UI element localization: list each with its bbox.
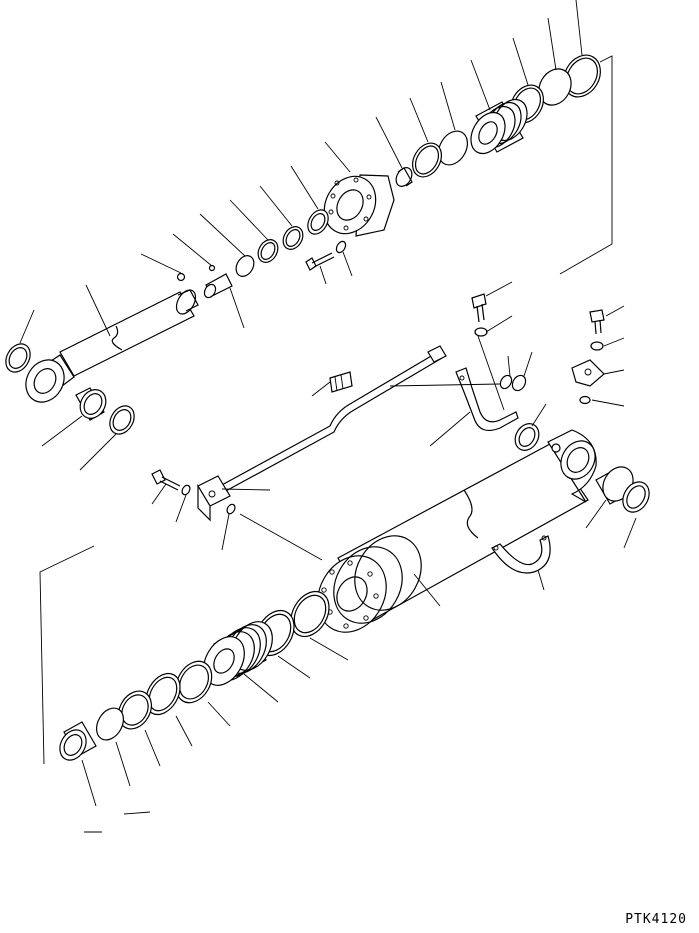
part-hydraulic-tube (220, 346, 446, 492)
part-bushing-rod (75, 385, 111, 423)
part-seal-rod-1 (304, 206, 333, 238)
part-nut-lower (55, 722, 96, 765)
part-ring-top-3 (407, 138, 448, 182)
part-bracket-washer-2 (591, 342, 603, 350)
part-bolt-head (306, 253, 334, 270)
part-dust-seal-tube (618, 477, 655, 517)
part-dust-seal-left (1, 340, 35, 377)
part-flange-washer (180, 484, 191, 496)
part-clamp-bracket (456, 368, 518, 430)
part-spacer-pair (498, 373, 528, 393)
part-washer-head (335, 240, 348, 254)
part-piston-lower (195, 614, 280, 692)
part-piston-top (464, 93, 534, 159)
part-bracket-bolt-2 (590, 310, 604, 334)
part-plug-small (178, 274, 185, 281)
leader-lines-middle (152, 282, 624, 560)
part-seal-rod-2 (279, 223, 307, 253)
part-oring-flange (225, 503, 236, 515)
part-flange-bolt (152, 470, 180, 490)
part-dust-seal-tube-left (510, 419, 543, 454)
part-ring-lower-5 (112, 685, 158, 735)
part-cylinder-head (314, 167, 394, 243)
part-piston-rod (18, 287, 199, 409)
part-backup-ring-top (533, 63, 578, 111)
part-pipe-clamp-lower (492, 536, 550, 573)
part-piston-nut (202, 274, 232, 300)
part-seal-ring-top-1 (556, 48, 607, 103)
part-cylinder-tube (304, 430, 602, 645)
part-elbow-fitting (330, 372, 352, 392)
part-plug-grease (580, 397, 590, 404)
leader-lines-upper (20, 0, 612, 470)
cylinder-barrel-assembly (40, 404, 654, 832)
part-snap-ring (233, 252, 258, 279)
part-ring-lower-1 (283, 585, 336, 644)
leader-lines-lower (40, 404, 636, 832)
part-oring-top-2 (433, 126, 474, 170)
part-pin-small (210, 266, 215, 271)
part-bushing-top (393, 165, 415, 189)
part-bracket-bolt-1 (472, 294, 486, 322)
piston-rod-assembly (1, 0, 612, 470)
part-ring-lower-3 (169, 655, 219, 709)
part-dust-seal-rod (105, 402, 139, 439)
part-ring-lower-4 (139, 667, 187, 720)
piping-assembly (152, 282, 624, 560)
part-grease-fitting-block (572, 360, 604, 386)
drawing-reference-code: PTK4120 (625, 912, 687, 927)
part-ring-lower-6 (91, 703, 129, 744)
part-bracket-washer-1 (475, 328, 487, 336)
part-seal-rod-3 (254, 236, 282, 266)
part-flange-block (198, 476, 230, 520)
